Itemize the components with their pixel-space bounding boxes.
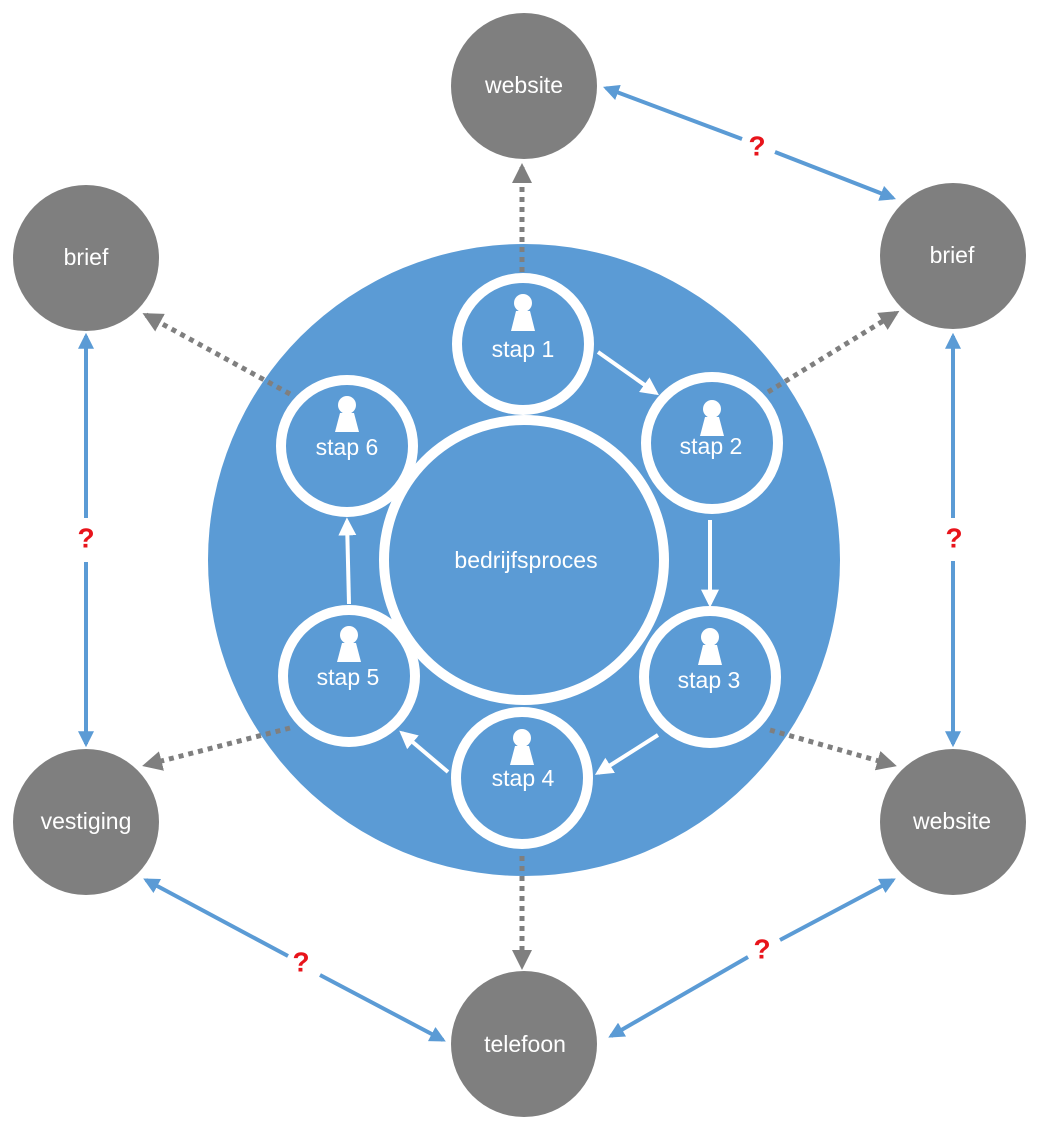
channel-vestiging-left: vestiging xyxy=(13,749,159,895)
channel-links xyxy=(78,85,961,1042)
person-icon xyxy=(337,626,361,662)
connector-stap3-website xyxy=(769,727,897,771)
channel-brief-right: brief xyxy=(880,183,1026,329)
step-5: stap 5 xyxy=(278,605,420,747)
channel-label: brief xyxy=(64,244,109,270)
channel-telefoon-bottom: telefoon xyxy=(451,971,597,1117)
step-2: stap 2 xyxy=(641,372,783,514)
flow-arrow-3-4 xyxy=(594,733,660,775)
channel-label: telefoon xyxy=(484,1031,566,1057)
connector-stap5-vestiging xyxy=(142,725,291,771)
link-telefoon-vestiging-b xyxy=(143,878,289,958)
channel-label: website xyxy=(912,808,991,834)
step-flow-arrows xyxy=(338,350,719,775)
person-icon xyxy=(335,396,359,432)
person-icon xyxy=(510,729,534,765)
link-website-brief-a xyxy=(603,85,743,141)
link-website-brief-b xyxy=(774,150,896,201)
step-2-label: stap 2 xyxy=(680,433,743,459)
link-label-website-telefoon: ? xyxy=(753,933,770,964)
step-6: stap 6 xyxy=(276,375,418,517)
step-3: stap 3 xyxy=(639,606,781,748)
step-5-label: stap 5 xyxy=(317,664,380,690)
link-telefoon-vestiging-a xyxy=(319,973,446,1042)
step-4: stap 4 xyxy=(451,707,593,849)
connector-stap2-brief xyxy=(766,310,900,395)
step-channel-connectors xyxy=(142,163,900,970)
step-4-label: stap 4 xyxy=(492,765,555,791)
step-1: stap 1 xyxy=(452,273,594,415)
person-icon xyxy=(700,400,724,436)
link-label-website-brief: ? xyxy=(748,130,765,161)
connector-stap6-brief xyxy=(142,312,292,397)
link-website-telefoon-a xyxy=(779,878,896,942)
channel-brief-left: brief xyxy=(13,185,159,331)
step-3-label: stap 3 xyxy=(678,667,741,693)
person-icon xyxy=(698,628,722,665)
link-website-telefoon-b xyxy=(608,955,749,1038)
step-1-label: stap 1 xyxy=(492,336,555,362)
flow-arrow-4-5 xyxy=(399,730,450,774)
channel-website-top: website xyxy=(451,13,597,159)
channel-label: website xyxy=(484,72,563,98)
center-circle xyxy=(379,415,669,705)
channel-label: brief xyxy=(930,242,975,268)
link-label-brief-website: ? xyxy=(945,522,962,553)
center-label: bedrijfsproces xyxy=(454,547,597,573)
link-label-telefoon-vestiging: ? xyxy=(292,946,309,977)
channel-label: vestiging xyxy=(41,808,132,834)
flow-arrow-1-2 xyxy=(596,350,659,396)
person-icon xyxy=(511,294,535,331)
link-label-vestiging-brief: ? xyxy=(77,522,94,553)
flow-arrow-5-6 xyxy=(338,517,357,605)
channel-website-right: website xyxy=(880,749,1026,895)
step-6-label: stap 6 xyxy=(316,434,379,460)
